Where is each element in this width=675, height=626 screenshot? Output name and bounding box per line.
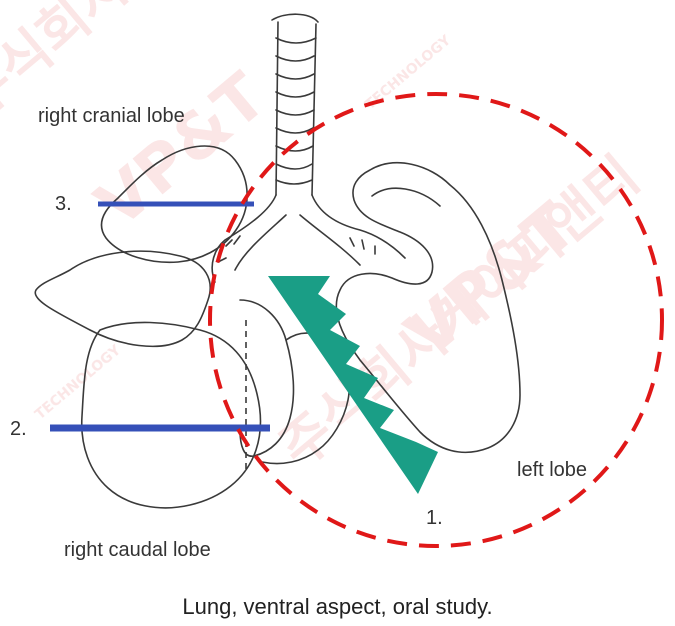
figure-caption: Lung, ventral aspect, oral study. bbox=[0, 594, 675, 620]
marker-3: 3. bbox=[55, 194, 72, 214]
watermark: VP&T VP&T 주식회사케이피앤티 주식회사케이피앤티 TECHNOLOGY… bbox=[0, 0, 651, 480]
label-left-lobe: left lobe bbox=[517, 460, 587, 480]
label-right-cranial-lobe: right cranial lobe bbox=[38, 106, 185, 126]
bronchi bbox=[212, 195, 405, 282]
watermark-tech-2: TECHNOLOGY bbox=[32, 342, 124, 423]
marker-2: 2. bbox=[10, 419, 27, 439]
right-middle-lobe bbox=[35, 251, 210, 346]
trachea bbox=[272, 14, 318, 195]
marker-1: 1. bbox=[426, 508, 443, 528]
left-cranial-lobe-detail bbox=[372, 188, 440, 206]
label-right-caudal-lobe: right caudal lobe bbox=[64, 540, 211, 560]
